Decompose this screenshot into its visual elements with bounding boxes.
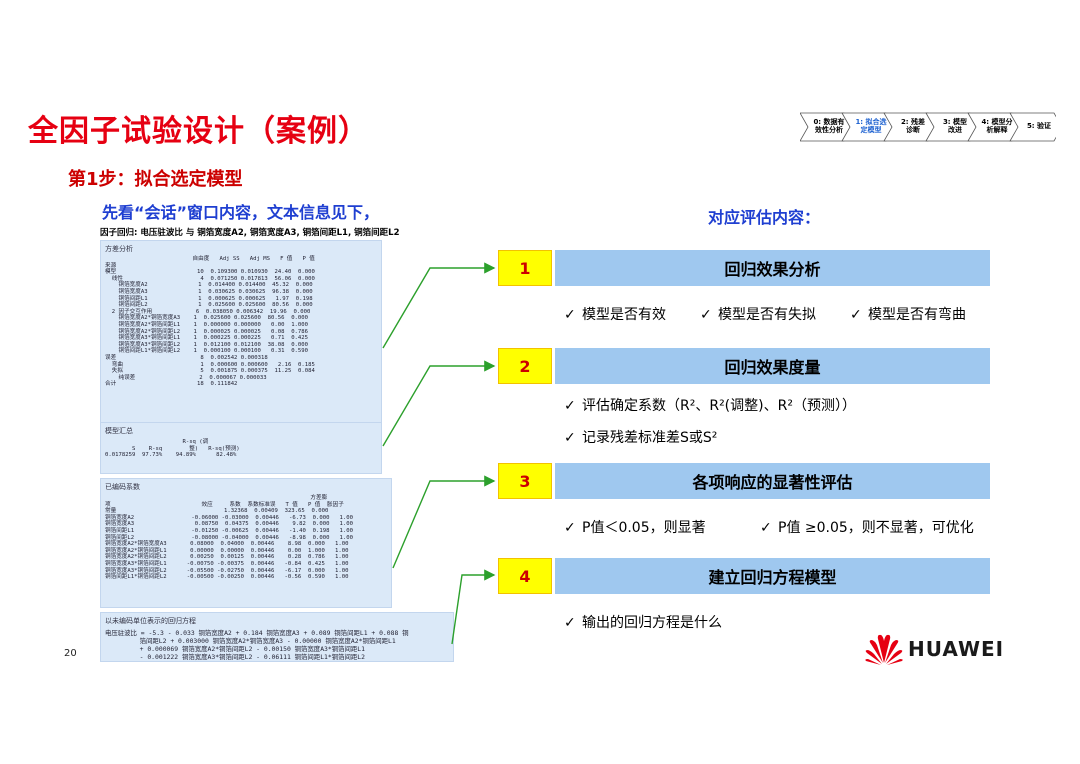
bullet-text: 记录残差标准差S或S² (582, 430, 718, 446)
process-chevrons (800, 112, 1056, 142)
bullet-text: 输出的回归方程是什么 (582, 615, 722, 631)
step-heading: 第1步：拟合选定模型 (68, 169, 243, 190)
check-icon: ✓ (564, 520, 576, 536)
row-3-bullet: ✓ P值＜0.05，则显著 (564, 517, 706, 537)
row-4-title: 建立回归方程模型 (555, 558, 990, 594)
process-step-line: 1: 拟合选 (855, 118, 887, 126)
bullet-text: 模型是否有弯曲 (868, 307, 966, 323)
huawei-flower-icon (865, 634, 903, 665)
bullet-text: 模型是否有失拟 (718, 307, 816, 323)
row-2-bullet: ✓ 评估确定系数（R²、R²(调整)、R²（预测）） (564, 395, 856, 415)
bullet-text: 评估确定系数（R²、R²(调整)、R²（预测）） (582, 398, 856, 414)
coef-label: 已编码系数 (105, 483, 140, 491)
row-3-number: 3 (498, 463, 552, 499)
bullet-text: P值 ≥0.05，则不显著，可优化 (778, 520, 974, 536)
check-icon: ✓ (850, 307, 862, 323)
anova-label: 方差分析 (105, 245, 133, 253)
process-step-line: 3: 模型 (942, 118, 968, 126)
process-step-line: 5: 验证 (1026, 122, 1052, 130)
check-icon: ✓ (564, 398, 576, 414)
row-2-number: 2 (498, 348, 552, 384)
check-icon: ✓ (564, 430, 576, 446)
process-step-1: 1: 拟合选定模型 (850, 112, 892, 140)
anova-panel: 方差分析 自由度 Adj SS Adj MS F 值 P 值 来源 模型 10 … (100, 240, 382, 442)
regression-equation: 电压驻波比 = -5.3 - 0.033 铜箔宽度A2 + 0.184 铜箔宽度… (105, 629, 409, 661)
process-step-5-shape (1009, 112, 1056, 142)
bullet-text: P值＜0.05，则显著 (582, 520, 706, 536)
process-step-line: 改进 (948, 126, 962, 134)
process-step-0: 0: 数据有效性分析 (808, 112, 850, 140)
process-step-line: 0: 数据有 (813, 118, 845, 126)
process-step-3: 3: 模型改进 (934, 112, 976, 140)
summary-label: 模型汇总 (105, 427, 133, 435)
logo-text: HUAWEI (908, 637, 1005, 661)
process-step-line: 析解释 (986, 126, 1008, 134)
row-3-bullet: ✓ P值 ≥0.05，则不显著，可优化 (760, 517, 974, 537)
coef-panel: 已编码系数 方差膨 项 效应 系数 系数标准误 T 值 P 值 胀因子 常量 1… (100, 478, 392, 608)
row-3-title: 各项响应的显著性评估 (555, 463, 990, 499)
row-1-title: 回归效果分析 (555, 250, 990, 286)
regression-header: 因子回归: 电压驻波比 与 铜箔宽度A2, 铜箔宽度A3, 铜箔间距L1, 铜箔… (100, 228, 400, 238)
page-number: 20 (64, 648, 77, 659)
session-output: 因子回归: 电压驻波比 与 铜箔宽度A2, 铜箔宽度A3, 铜箔间距L1, 铜箔… (100, 226, 460, 662)
bullet-text: 模型是否有效 (582, 307, 666, 323)
row-2-bullet: ✓ 记录残差标准差S或S² (564, 427, 717, 447)
check-icon: ✓ (700, 307, 712, 323)
process-step-4: 4: 模型分析解释 (976, 112, 1018, 140)
huawei-logo: HUAWEI (864, 633, 1024, 667)
row-4-number: 4 (498, 558, 552, 594)
process-step-5: 5: 验证 (1018, 112, 1060, 140)
process-step-line: 诊断 (906, 126, 920, 134)
process-step-line: 2: 残差 (900, 118, 926, 126)
intro-text: 先看“会话”窗口内容，文本信息见下， (102, 203, 380, 222)
process-step-line: 4: 模型分 (981, 118, 1013, 126)
process-step-line: 定模型 (860, 126, 882, 134)
summary-table: R-sq (调 S R-sq 整) R-sq(预测) 0.0178259 97.… (105, 439, 240, 459)
coef-table: 方差膨 项 效应 系数 系数标准误 T 值 P 值 胀因子 常量 1.32368… (105, 495, 354, 581)
row-4-bullet: ✓ 输出的回归方程是什么 (564, 612, 722, 632)
equation-label: 以未编码单位表示的回归方程 (105, 617, 196, 625)
check-icon: ✓ (564, 615, 576, 631)
row-1-bullet: ✓ 模型是否有效 (564, 304, 666, 324)
check-icon: ✓ (760, 520, 772, 536)
summary-panel: 模型汇总 R-sq (调 S R-sq 整) R-sq(预测) 0.017825… (100, 422, 382, 474)
evaluation-title: 对应评估内容： (708, 208, 821, 227)
slide-title: 全因子试验设计（案例） (28, 114, 369, 149)
check-icon: ✓ (564, 307, 576, 323)
process-step-line: 效性分析 (815, 126, 843, 134)
row-2-title: 回归效果度量 (555, 348, 990, 384)
equation-panel: 以未编码单位表示的回归方程 电压驻波比 = -5.3 - 0.033 铜箔宽度A… (100, 612, 454, 662)
row-1-bullet: ✓ 模型是否有弯曲 (850, 304, 966, 324)
process-step-2: 2: 残差诊断 (892, 112, 934, 140)
anova-table: 自由度 Adj SS Adj MS F 值 P 值 来源 模型 10 0.109… (105, 256, 315, 388)
row-1-bullet: ✓ 模型是否有失拟 (700, 304, 816, 324)
row-1-number: 1 (498, 250, 552, 286)
